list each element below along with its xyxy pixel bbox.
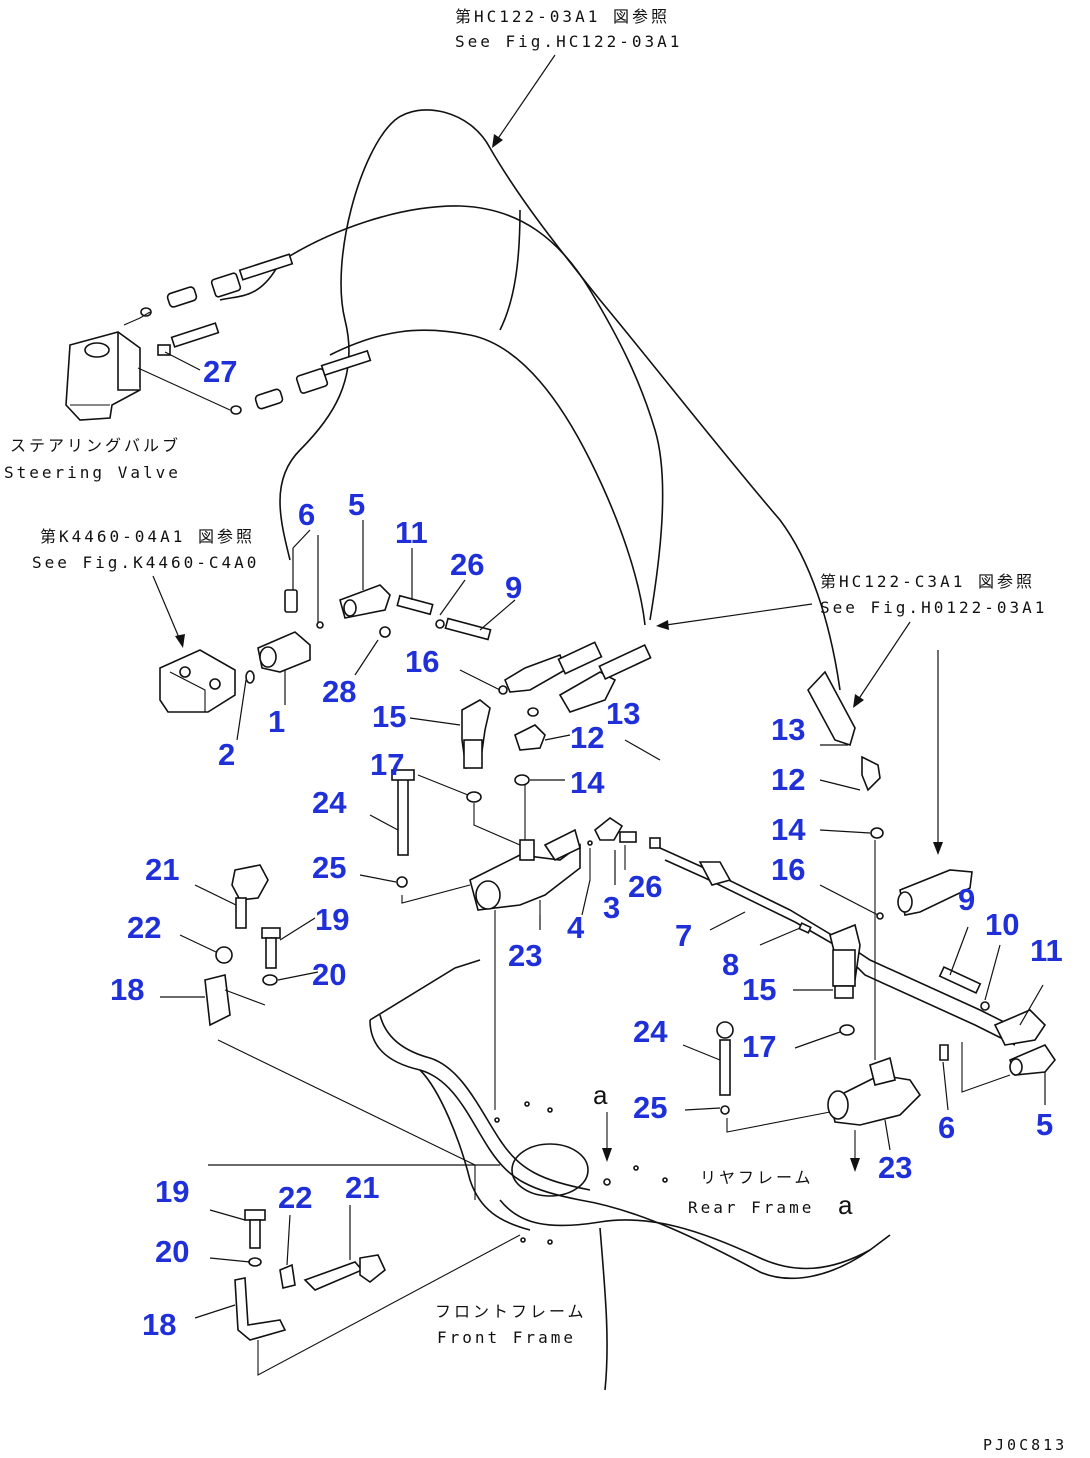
- steering-valve: [65, 331, 141, 421]
- rear-frame-label-en: Rear Frame: [688, 1198, 814, 1217]
- rigid-pipes: [659, 847, 1021, 1046]
- callout-24: 24: [312, 785, 347, 820]
- callout-20: 20: [312, 957, 346, 992]
- ref-left-en: See Fig.K4460-C4A0: [32, 553, 259, 572]
- callout-9-right: 9: [958, 882, 975, 917]
- central-valve-assembly: [391, 699, 661, 915]
- callout-17-right: 17: [742, 1029, 776, 1064]
- hose-loops: [219, 109, 841, 691]
- ref-right-jp: 第HC122-C3A1 図参照: [820, 572, 1035, 591]
- frame-outline: [369, 910, 891, 1391]
- callout-19-lower: 19: [155, 1174, 189, 1209]
- callout-27: 27: [203, 354, 237, 389]
- callout-21: 21: [145, 852, 179, 887]
- callout-8: 8: [722, 947, 739, 982]
- drawing-code: PJ0C813: [983, 1436, 1067, 1454]
- steering-valve-label-en: Steering Valve: [4, 463, 181, 482]
- bracket-left: [159, 649, 236, 713]
- callout-25: 25: [312, 850, 346, 885]
- callout-13-right: 13: [771, 712, 805, 747]
- callout-12-right: 12: [771, 762, 805, 797]
- callout-18: 18: [110, 972, 144, 1007]
- callout-11: 11: [395, 515, 428, 550]
- right-side-fittings: [716, 670, 1056, 1172]
- callout-6-right: 6: [938, 1110, 955, 1145]
- ref-left-jp: 第K4460-04A1 図参照: [40, 527, 255, 546]
- callout-11-right: 11: [1030, 933, 1063, 968]
- callout-2: 2: [218, 737, 235, 772]
- callout-16-right: 16: [771, 852, 805, 887]
- callout-5-right: 5: [1036, 1107, 1053, 1142]
- callout-9: 9: [505, 570, 522, 605]
- callout-21-lower: 21: [345, 1170, 379, 1205]
- ref-top-en: See Fig.HC122-03A1: [455, 32, 682, 51]
- rear-frame-label-jp: リヤフレーム: [700, 1168, 814, 1187]
- callout-3: 3: [603, 890, 620, 925]
- reference-leaders: [152, 54, 943, 855]
- callout-4: 4: [567, 910, 585, 945]
- callout-26: 26: [450, 547, 484, 582]
- callout-leaders: [160, 351, 1046, 1319]
- callout-23-right: 23: [878, 1150, 912, 1185]
- callout-15-right: 15: [742, 972, 776, 1007]
- callout-18-lower: 18: [142, 1307, 176, 1342]
- steering-valve-label-jp: ステアリングバルブ: [10, 436, 181, 455]
- ref-right-en: See Fig.H0122-03A1: [820, 598, 1047, 617]
- callout-5: 5: [348, 487, 365, 522]
- callout-24-right: 24: [633, 1014, 668, 1049]
- callout-6: 6: [298, 497, 315, 532]
- left-clamp-assembly-lower: [234, 1209, 521, 1376]
- callout-25-right: 25: [633, 1090, 667, 1125]
- section-marker-a-left: a: [593, 1080, 608, 1110]
- callout-14: 14: [570, 765, 605, 800]
- upper-left-fittings: [245, 584, 652, 717]
- callout-19: 19: [315, 902, 349, 937]
- callout-10: 10: [985, 907, 1019, 942]
- front-frame-label-jp: フロントフレーム: [435, 1302, 587, 1321]
- callout-12: 12: [570, 720, 604, 755]
- callout-26-lower: 26: [628, 869, 662, 904]
- callout-23: 23: [508, 938, 542, 973]
- callout-22: 22: [127, 910, 161, 945]
- callout-20-lower: 20: [155, 1234, 189, 1269]
- steering-valve-fittings: [123, 253, 372, 415]
- ref-top-jp: 第HC122-03A1 図参照: [455, 7, 670, 26]
- callout-22-lower: 22: [278, 1180, 312, 1215]
- callout-13: 13: [606, 696, 640, 731]
- section-marker-a-right: a: [838, 1190, 853, 1220]
- callout-7: 7: [675, 918, 692, 953]
- front-frame-label-en: Front Frame: [437, 1328, 576, 1347]
- callout-16: 16: [405, 644, 439, 679]
- callout-1: 1: [268, 704, 285, 739]
- callout-28: 28: [322, 674, 356, 709]
- callout-numbers: 27 6 5 11 26 9 16 28 1 2 15 13 12 17 14 …: [110, 354, 1063, 1342]
- callout-17: 17: [370, 747, 404, 782]
- callout-15: 15: [372, 699, 406, 734]
- callout-14-right: 14: [771, 812, 806, 847]
